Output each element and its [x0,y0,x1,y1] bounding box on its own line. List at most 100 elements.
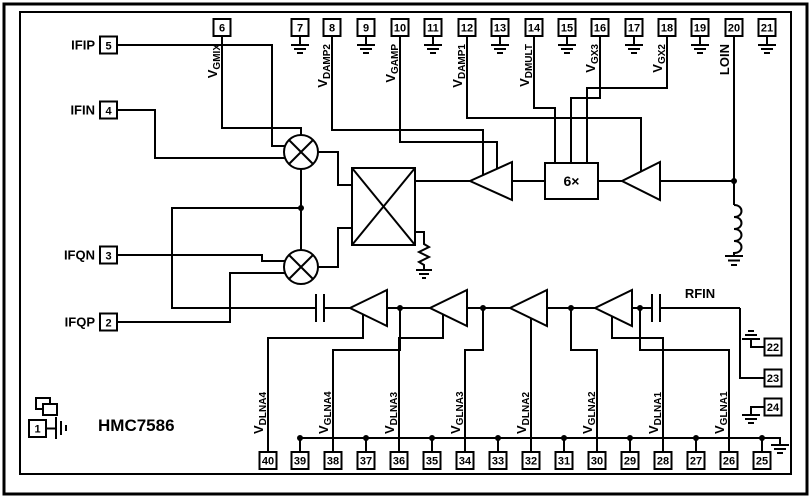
ground-icon [771,444,789,454]
pin-box [212,18,232,37]
capacitor-right-icon [651,294,661,322]
lna3-amp-icon [427,288,468,328]
junction-dot [495,435,501,441]
pin-number: 17 [628,23,640,35]
wire-vglna2 [570,308,598,452]
pin-label-vdmult: VDMULT [517,44,535,87]
pin-label: IFIP [71,38,95,53]
pin-number: 23 [767,373,779,385]
ground-icon [758,36,776,54]
junction-dot [480,305,486,311]
junction-dot [759,435,765,441]
pin-box [657,18,677,37]
pin-box [763,397,783,417]
lna1-amp-icon [592,288,633,328]
pin-box [763,368,783,388]
pin-label-vglna3: VGLNA3 [448,391,466,434]
pin-ifip: IFIP 5 [71,35,118,55]
lna2-amp-icon [507,288,548,328]
pin-number: 21 [761,23,773,35]
wire-vdlna4 [267,314,364,452]
pin-number: 27 [690,456,702,468]
pin-number: 19 [694,23,706,35]
mixer-i [283,134,319,170]
wire-vdamp2 [331,36,484,175]
pin-number: 12 [461,23,473,35]
wire-vgamp [399,36,498,169]
pin-box [389,451,409,470]
pin-box [99,100,118,120]
pin-label-vglna2: VGLNA2 [580,391,598,434]
pin-label: IFQP [65,315,96,330]
wire-ifin [117,109,285,159]
pin-number: 22 [767,342,779,354]
pin-box [457,18,477,37]
ground-icon [55,417,67,439]
wire-vgx2 [586,36,668,163]
pin-label-vgx3: VGX3 [583,44,601,73]
pin-number: 5 [105,41,111,53]
rfin-label: RFIN [685,286,715,301]
pin-number: 1 [34,424,40,436]
pin-box [587,451,607,470]
wire-ground-bus [299,437,781,452]
junction-dot [561,435,567,441]
pin-number: 18 [661,23,673,35]
wire-mixer-i-lo [318,151,352,186]
mixer-q [283,249,319,285]
paddle-icon-front [42,403,58,416]
lna4-amp-icon [347,288,388,328]
quadrature-hybrid [351,167,416,246]
junction-dot [637,305,643,311]
pin-box [99,245,118,265]
pin-box [322,18,342,37]
pin-number: 20 [728,23,740,35]
capacitor-left-icon [315,294,325,322]
pin-label-vgamp: VGAMP [383,44,401,83]
junction-dot [693,435,699,441]
pin-number: 31 [558,456,570,468]
pin-box [99,312,118,332]
pin-label-vdamp1: VDAMP1 [450,44,468,88]
pin-box [99,35,118,55]
pin-box [524,18,544,37]
pin-number: 33 [492,456,504,468]
hybrid-x-icon [351,167,416,246]
wire-vdlna3 [398,314,444,452]
pin-label-vdlna1: VDLNA1 [646,392,664,434]
junction-dot [731,178,737,184]
pin-number: 2 [105,318,111,330]
junction-dot [397,305,403,311]
pin-number: 6 [219,23,225,35]
pin-number: 30 [591,456,603,468]
pin-number: 16 [594,23,606,35]
pin-box [620,451,640,470]
pin-label-vdamp2: VDAMP2 [315,44,333,88]
ground-icon [742,330,760,340]
multiplier-label: 6× [564,173,580,189]
lo-inductor [725,204,743,266]
pin-label-vdlna4: VDLNA4 [251,392,269,434]
pin-box [554,451,574,470]
pin-box [521,451,541,470]
pin-number: 36 [393,456,405,468]
bottom-pins: 40 VDLNA4 39 38 VGLNA4 37 36 VDLNA3 35 3… [251,391,772,470]
pin-number: 26 [723,456,735,468]
pin-box [686,451,706,470]
pin-number: 40 [262,456,274,468]
pin-number: 10 [394,23,406,35]
pin-box [422,451,442,470]
mixer-q-x-icon [288,254,314,280]
inductor-icon [733,204,743,256]
ground-icon [691,36,709,54]
pin-box [763,337,783,357]
top-pins: 6 VGMIX 7 8 VDAMP2 9 10 VGAMP 11 12 VDAM… [205,18,777,88]
wire-ifqn [117,254,285,262]
pin-number: 32 [525,456,537,468]
junction-dot [298,205,304,211]
pin-box [290,451,310,470]
pin-box [752,451,772,470]
ground-icon [424,36,442,54]
pin-box [28,419,47,438]
